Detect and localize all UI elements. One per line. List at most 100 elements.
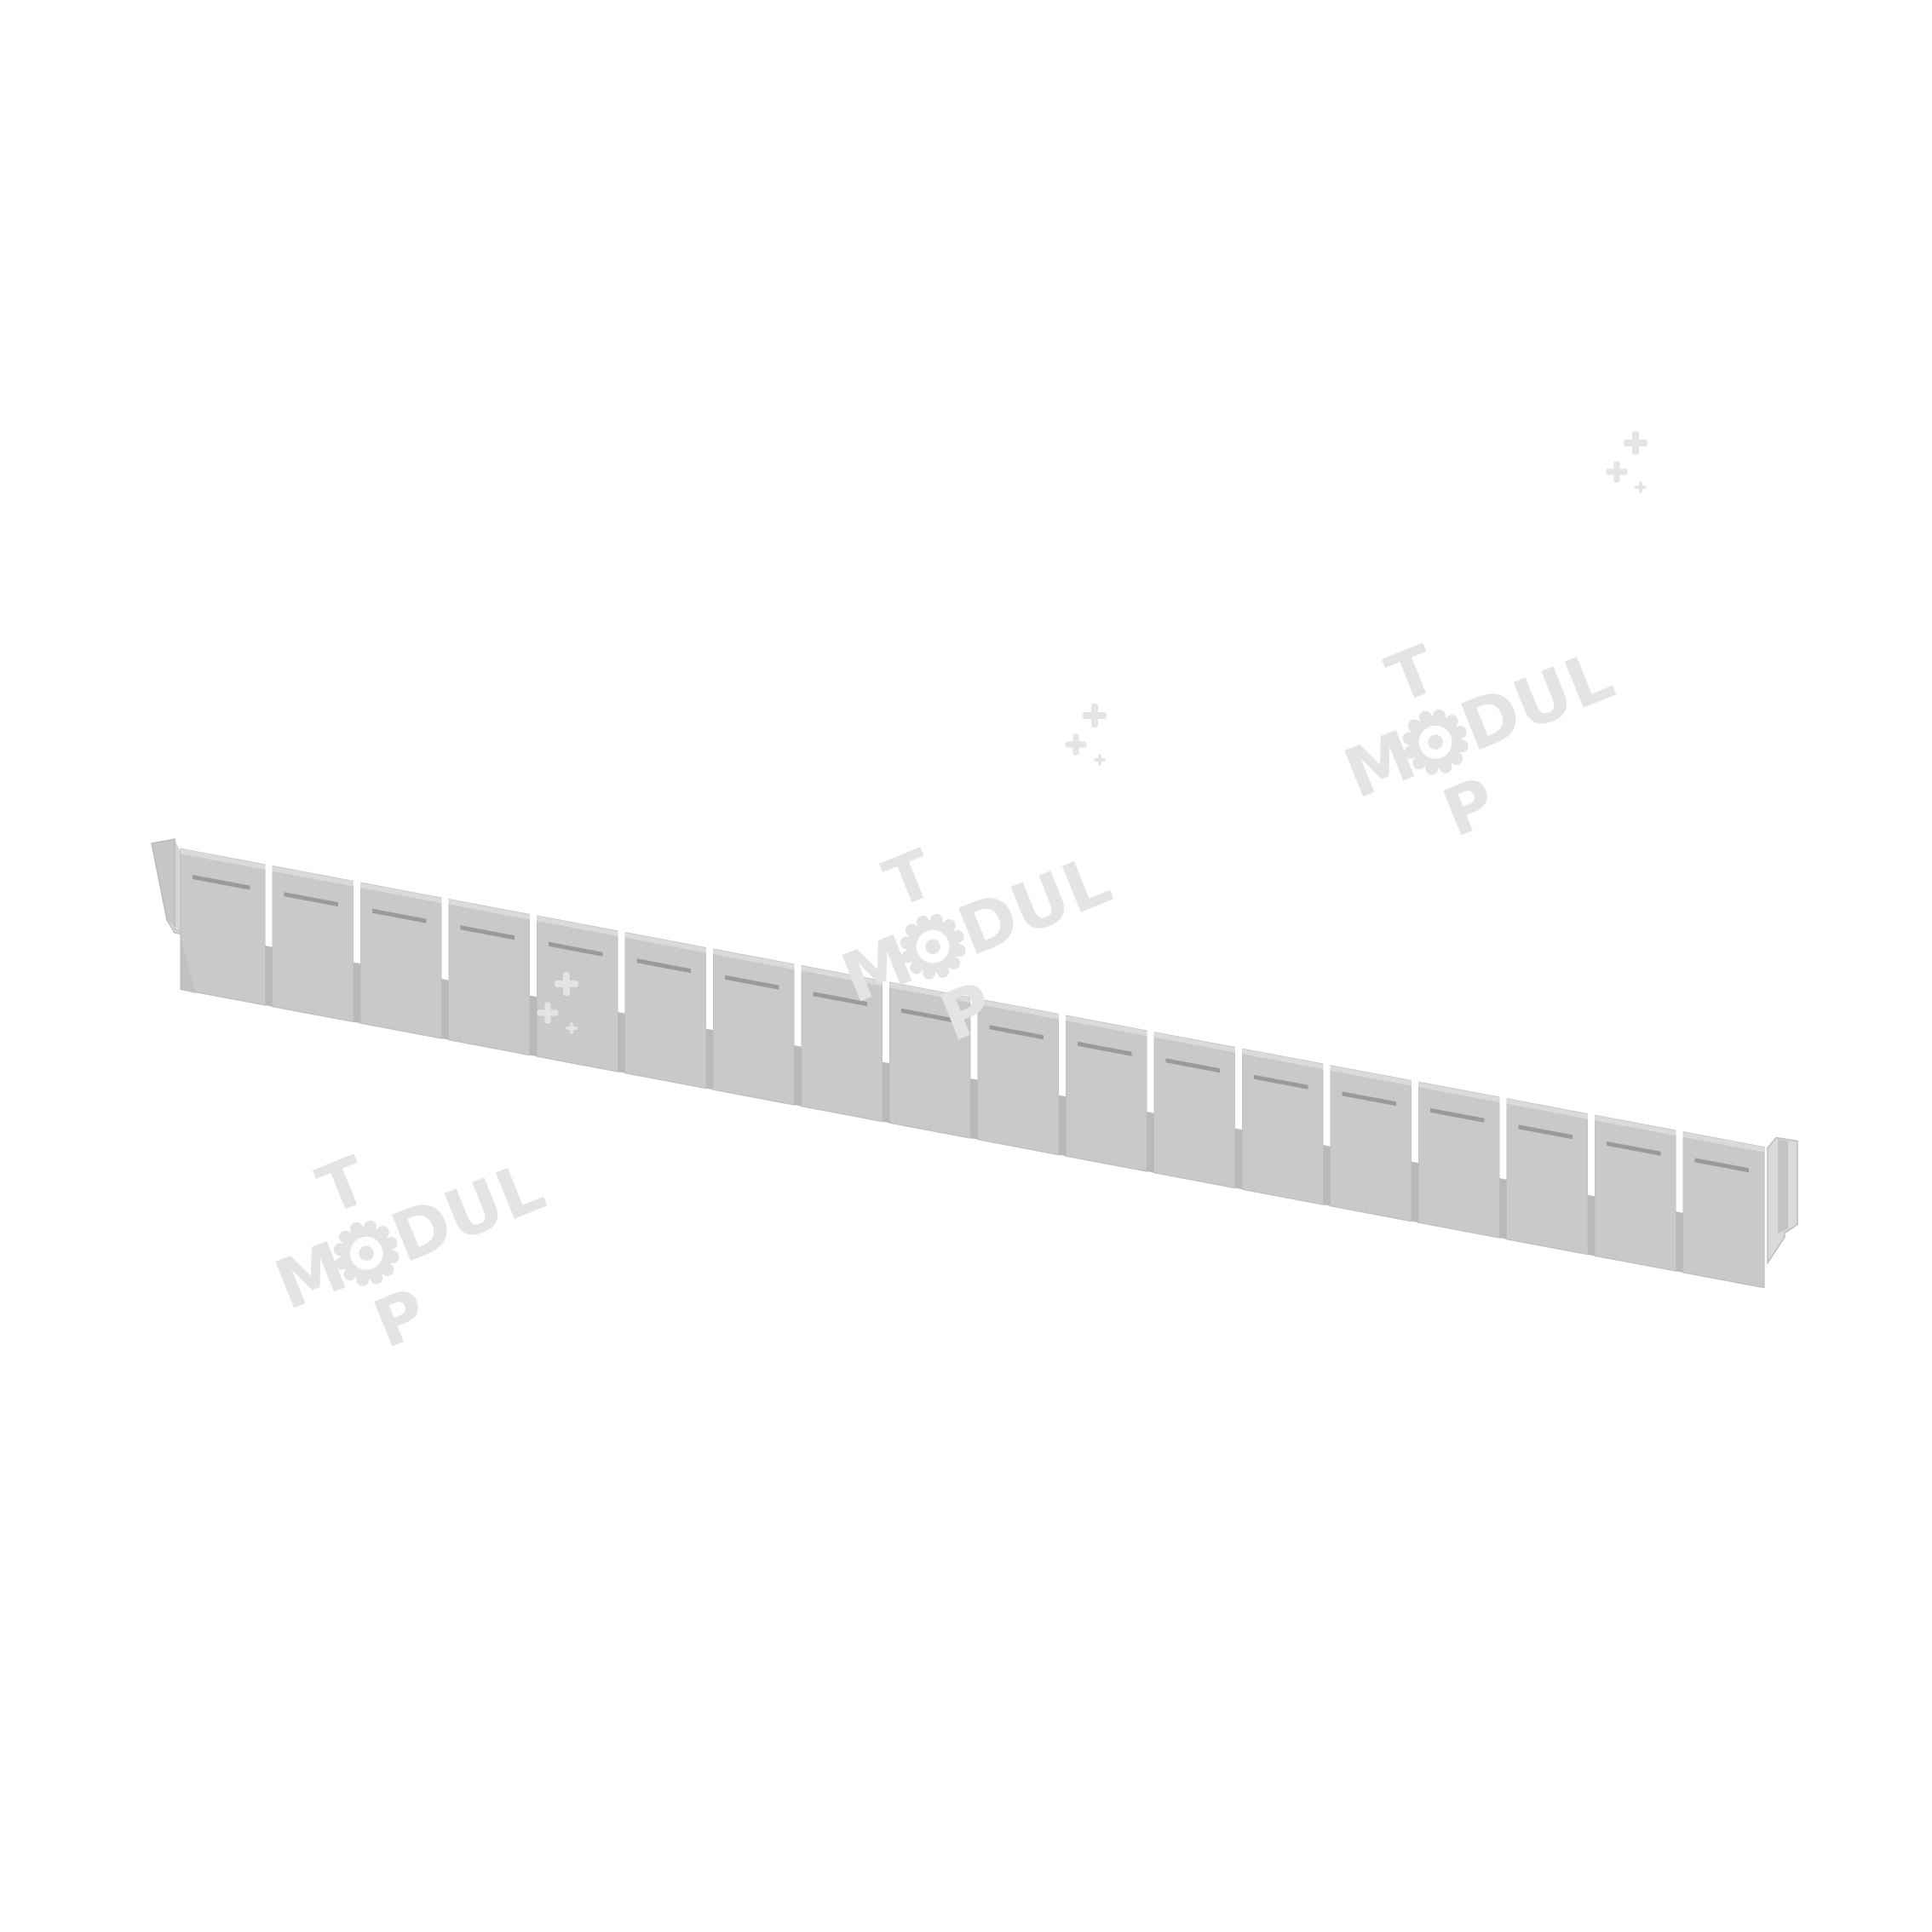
segment-notch — [1235, 1045, 1242, 1130]
segment-joint — [883, 1061, 889, 1124]
segment-slot — [636, 958, 691, 974]
divider-segment — [712, 948, 796, 1106]
segment-face — [359, 882, 443, 1039]
segment-top-edge — [360, 883, 442, 904]
segment-joint — [618, 1012, 625, 1073]
segment-notch — [1147, 1029, 1154, 1113]
segment-face — [1682, 1130, 1765, 1289]
divider-segment — [271, 865, 354, 1023]
segment-top-edge — [272, 865, 354, 887]
segment-face — [712, 948, 796, 1106]
segment-notch — [1499, 1095, 1507, 1180]
gear-icon — [900, 913, 966, 980]
segment-slot — [1165, 1058, 1220, 1073]
segment-notch — [354, 879, 360, 964]
segment-slot — [901, 1008, 956, 1023]
divider-segment — [1241, 1048, 1325, 1205]
segment-slot — [372, 908, 427, 923]
segment-top-edge — [448, 899, 530, 920]
segment-top-edge — [1330, 1065, 1412, 1086]
segment-notch — [530, 912, 537, 998]
gear-icon — [1402, 709, 1469, 775]
sparkle-icon — [1065, 704, 1107, 766]
segment-face — [1505, 1097, 1589, 1256]
segment-face — [1594, 1114, 1677, 1272]
segment-slot — [284, 892, 338, 907]
segment-joint — [354, 962, 360, 1024]
segment-top-edge — [889, 982, 971, 1003]
segment-top-edge — [1595, 1115, 1676, 1136]
divider-segment — [1153, 1031, 1236, 1189]
segment-slot — [1254, 1074, 1308, 1090]
segment-slot — [725, 975, 779, 990]
segment-notch — [1059, 1012, 1066, 1097]
divider-segment — [536, 915, 619, 1072]
segment-top-edge — [1153, 1032, 1235, 1053]
segment-joint — [1147, 1112, 1154, 1173]
segment-top-edge — [537, 916, 618, 937]
sparkle-icon — [537, 972, 578, 1034]
divider-segment — [800, 964, 883, 1123]
segment-joint — [441, 979, 449, 1040]
segment-slot — [1342, 1091, 1396, 1107]
segment-face — [1241, 1048, 1325, 1205]
segment-top-edge — [801, 965, 883, 986]
segment-top-edge — [1066, 1015, 1147, 1037]
segment-joint — [530, 995, 537, 1057]
segment-notch — [706, 946, 713, 1031]
segment-joint — [794, 1045, 802, 1107]
segment-notch — [265, 863, 273, 947]
segment-top-edge — [1682, 1131, 1764, 1153]
segment-slot — [989, 1025, 1044, 1040]
divider-segment — [1417, 1081, 1501, 1239]
divider-segment — [359, 882, 443, 1039]
divider-segment — [180, 848, 267, 1006]
right-end-shade — [1778, 1139, 1788, 1233]
segment-slot — [1430, 1107, 1485, 1123]
divider-segment — [1682, 1130, 1765, 1289]
segment-face — [271, 865, 354, 1023]
segment-joint — [1059, 1095, 1066, 1157]
segment-notch — [441, 896, 449, 980]
divider-segment — [1329, 1064, 1412, 1222]
segment-slot — [549, 941, 603, 957]
segment-joint — [706, 1028, 713, 1090]
segment-joint — [970, 1078, 978, 1140]
segment-face — [1417, 1081, 1501, 1239]
divider-segment — [888, 981, 972, 1139]
divider-segment — [1594, 1114, 1677, 1272]
segment-notch — [1676, 1129, 1683, 1213]
segment-joint — [1323, 1145, 1331, 1206]
segment-top-edge — [624, 932, 706, 953]
segment-face — [180, 848, 267, 1006]
segment-notch — [970, 996, 978, 1080]
segment-joint — [1676, 1211, 1683, 1273]
segment-top-edge — [1418, 1082, 1500, 1103]
segment-notch — [794, 963, 802, 1047]
segment-top-edge — [1242, 1049, 1324, 1070]
segment-notch — [618, 929, 625, 1014]
segment-top-edge — [181, 848, 266, 871]
divider-segment — [447, 898, 531, 1056]
segment-notch — [883, 979, 889, 1064]
segment-joint — [1235, 1128, 1242, 1190]
segment-face — [1065, 1015, 1148, 1172]
segment-face — [624, 931, 707, 1090]
divider-segment — [624, 931, 707, 1090]
segment-top-edge — [1506, 1098, 1588, 1119]
segment-top-edge — [977, 998, 1059, 1020]
segment-joint — [265, 946, 273, 1007]
segment-slot — [813, 992, 867, 1007]
divider-segment — [1065, 1015, 1148, 1172]
segment-face — [447, 898, 531, 1056]
segment-face — [1329, 1064, 1412, 1222]
segment-notch — [1588, 1112, 1595, 1197]
segment-slot — [1607, 1141, 1661, 1156]
segment-joint — [1499, 1178, 1507, 1239]
segment-joint — [1588, 1194, 1595, 1256]
segment-notch — [1323, 1062, 1331, 1147]
gear-icon — [333, 1220, 400, 1286]
segment-slot — [193, 874, 250, 890]
segment-slot — [1078, 1041, 1132, 1056]
